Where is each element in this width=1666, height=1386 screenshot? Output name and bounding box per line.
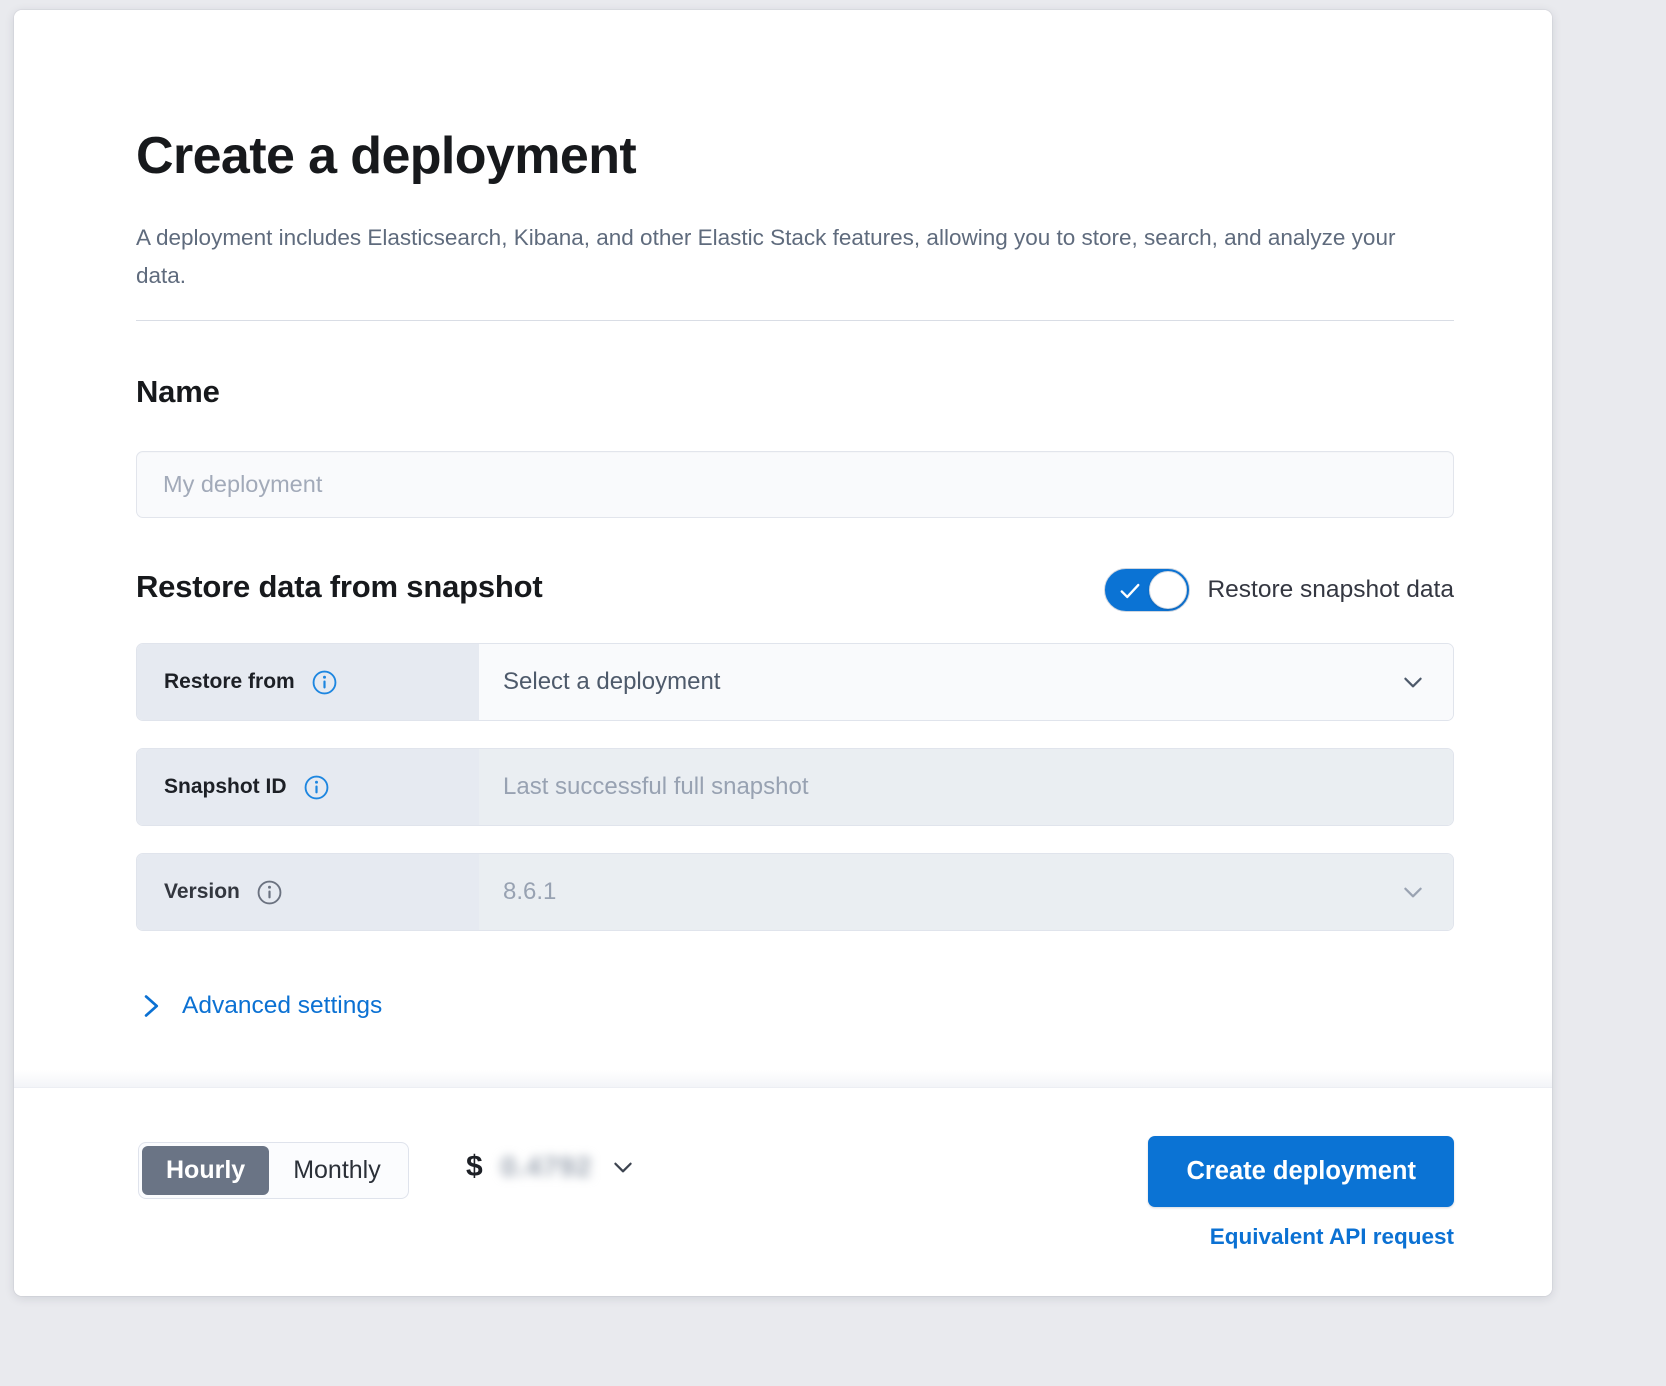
restore-snapshot-toggle-row[interactable]: Restore snapshot data — [1104, 568, 1454, 612]
create-deployment-card: Create a deployment A deployment include… — [14, 10, 1552, 1296]
advanced-settings-label: Advanced settings — [182, 992, 383, 1019]
chevron-down-icon[interactable] — [1400, 669, 1426, 695]
snapshot-id-label: Snapshot ID — [164, 775, 287, 798]
version-value: 8.6.1 — [503, 878, 557, 905]
page-description: A deployment includes Elasticsearch, Kib… — [136, 225, 1396, 288]
name-section-title: Name — [136, 374, 220, 409]
info-icon[interactable] — [304, 775, 329, 800]
restore-from-row[interactable]: Restore from Select a deployment — [136, 643, 1454, 721]
restore-from-value-cell[interactable]: Select a deployment — [479, 644, 1453, 720]
restore-section-title: Restore data from snapshot — [136, 569, 543, 604]
version-label: Version — [164, 880, 240, 903]
billing-option-hourly[interactable]: Hourly — [142, 1146, 270, 1195]
snapshot-id-label-cell: Snapshot ID — [137, 749, 479, 825]
advanced-settings-link[interactable]: Advanced settings — [142, 992, 382, 1020]
header-divider — [136, 320, 1454, 321]
restore-from-label: Restore from — [164, 670, 295, 693]
deployment-name-input[interactable]: My deployment — [136, 451, 1454, 518]
billing-period-segmented-control[interactable]: Hourly Monthly — [138, 1142, 409, 1199]
chevron-right-icon — [144, 995, 159, 1017]
price-value: 0.4792 — [500, 1151, 593, 1182]
restore-snapshot-switch[interactable] — [1104, 568, 1191, 612]
restore-from-value: Select a deployment — [503, 668, 721, 695]
chevron-down-icon[interactable] — [1400, 879, 1426, 905]
footer-bar: Hourly Monthly $ 0.4792 Create deploymen… — [14, 1070, 1552, 1296]
switch-knob — [1149, 571, 1188, 609]
price-currency: $ — [466, 1150, 483, 1183]
price-display[interactable]: $ 0.4792 — [466, 1150, 636, 1184]
page-title: Create a deployment — [136, 127, 637, 185]
equivalent-api-request-link[interactable]: Equivalent API request — [1209, 1224, 1454, 1249]
chevron-down-icon[interactable] — [610, 1154, 636, 1180]
snapshot-id-value-cell[interactable]: Last successful full snapshot — [479, 749, 1453, 825]
restore-snapshot-toggle-label: Restore snapshot data — [1207, 576, 1454, 603]
deployment-name-placeholder: My deployment — [163, 471, 323, 497]
check-icon — [1121, 583, 1140, 599]
info-icon[interactable] — [257, 880, 282, 905]
snapshot-id-value: Last successful full snapshot — [503, 773, 809, 800]
card-body: Create a deployment A deployment include… — [14, 10, 1552, 1087]
create-deployment-button[interactable]: Create deployment — [1148, 1136, 1454, 1207]
version-label-cell: Version — [137, 854, 479, 930]
billing-option-monthly[interactable]: Monthly — [293, 1156, 381, 1184]
version-row[interactable]: Version 8.6.1 — [136, 853, 1454, 931]
info-icon[interactable] — [312, 670, 337, 695]
restore-from-label-cell: Restore from — [137, 644, 479, 720]
version-value-cell[interactable]: 8.6.1 — [479, 854, 1453, 930]
snapshot-id-row[interactable]: Snapshot ID Last successful full snapsho… — [136, 748, 1454, 826]
